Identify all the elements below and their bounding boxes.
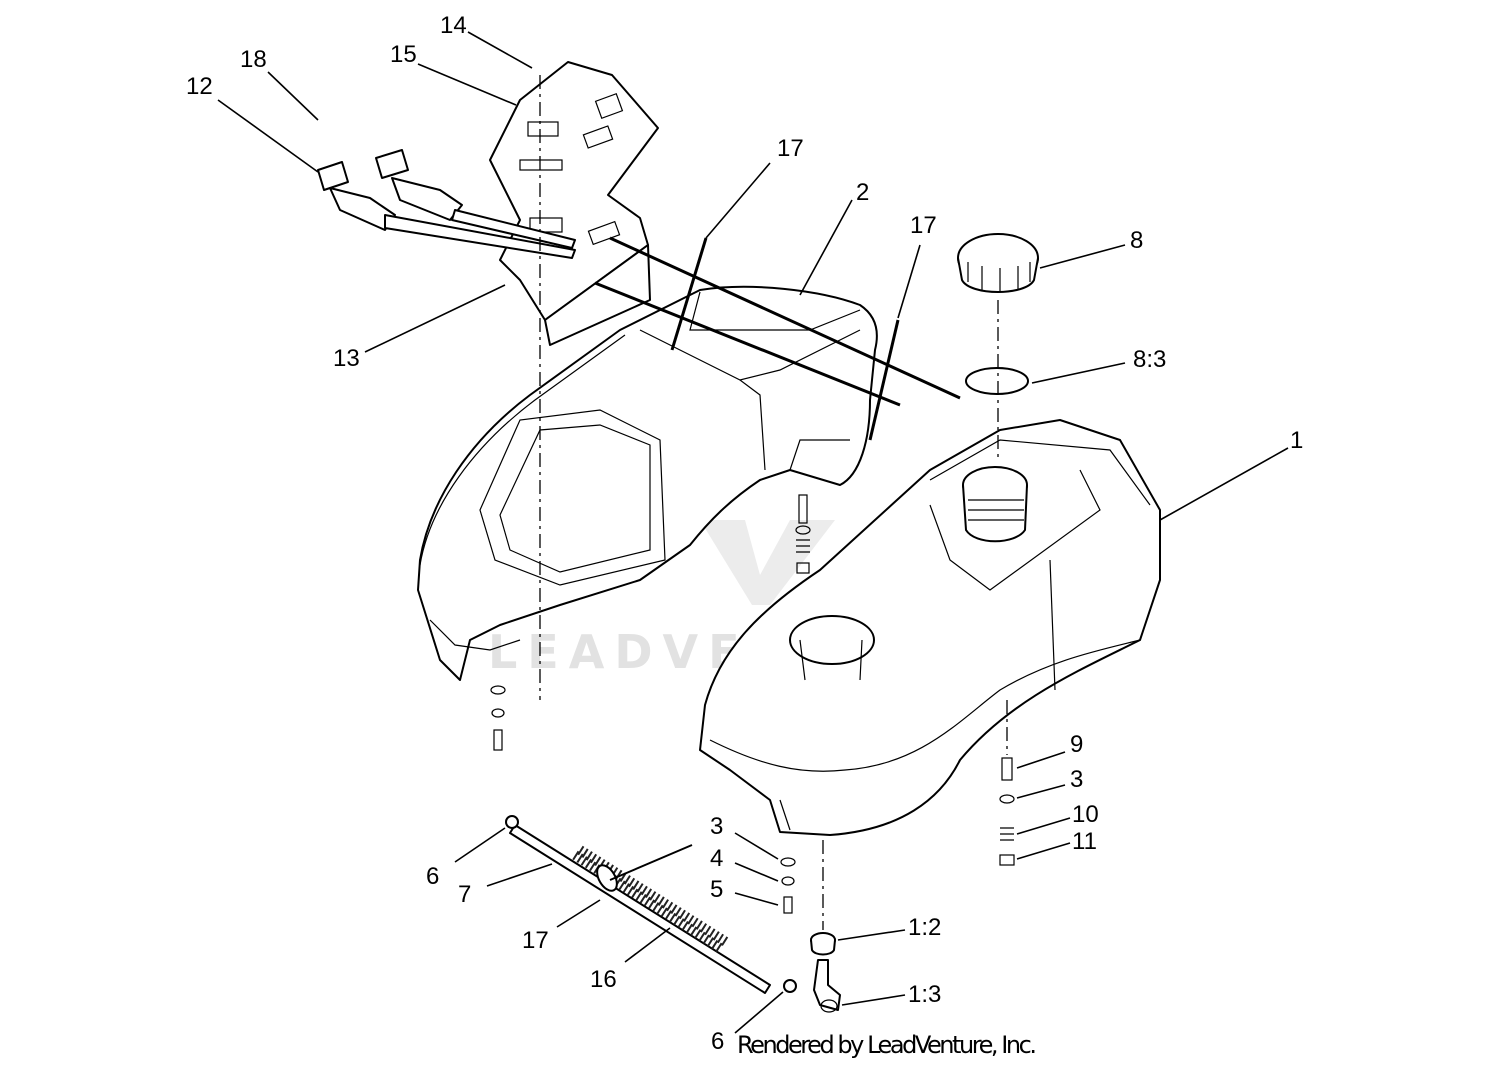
part-16-spring-guard [572,844,729,953]
callout-1-2: 1:2 [908,914,941,941]
callout-10: 10 [1072,801,1099,828]
callout-4: 4 [710,845,723,872]
callout-13: 13 [333,345,360,372]
callout-2: 2 [856,179,869,206]
callout-12: 12 [186,73,213,100]
part-8-fuel-cap [957,233,1039,293]
part-8-3-gasket [965,367,1029,395]
part-12-lever [317,161,576,259]
callout-14: 14 [440,12,467,39]
leader-lines [217,31,1289,1034]
part-1-3-elbow [813,959,841,1013]
callout-8: 8 [1130,227,1143,254]
callout-6-top: 6 [426,863,439,890]
callout-3-right: 3 [1070,766,1083,793]
part-18-lever [375,149,576,249]
tank-mount-hardware [999,757,1015,866]
callout-8-3: 8:3 [1133,346,1166,373]
callout-18: 18 [240,46,267,73]
part-6-clamps [505,815,797,993]
assembly-centerlines [539,75,1008,930]
part-15-control-plate [489,61,659,346]
part-1-fuel-tank [699,419,1161,836]
part-17-rods [594,236,961,441]
part-7-fuel-line [509,824,771,994]
callout-11: 11 [1072,828,1097,855]
callout-5: 5 [710,876,723,903]
callout-17-right: 17 [910,212,937,239]
callout-6-bottom: 6 [711,1028,724,1055]
pod-mount-hardware [780,857,796,914]
callout-17-bottom: 17 [522,927,549,954]
callout-7: 7 [458,881,471,908]
callout-9: 9 [1070,731,1083,758]
callout-1-3: 1:3 [908,981,941,1008]
callout-16: 16 [590,966,617,993]
watermark-logo-icon [700,520,835,605]
render-credit: Rendered by LeadVenture, Inc. [737,1031,1037,1059]
callout-1: 1 [1290,427,1303,454]
callout-15: 15 [390,41,417,68]
part-1-2-grommet [810,932,836,956]
callout-labels: 14 15 18 12 13 17 2 17 8 8:3 1 9 3 10 11… [186,12,1303,1055]
callout-3-left: 3 [710,813,723,840]
part-2-fender-pod [417,285,878,751]
callout-17-top: 17 [777,135,804,162]
